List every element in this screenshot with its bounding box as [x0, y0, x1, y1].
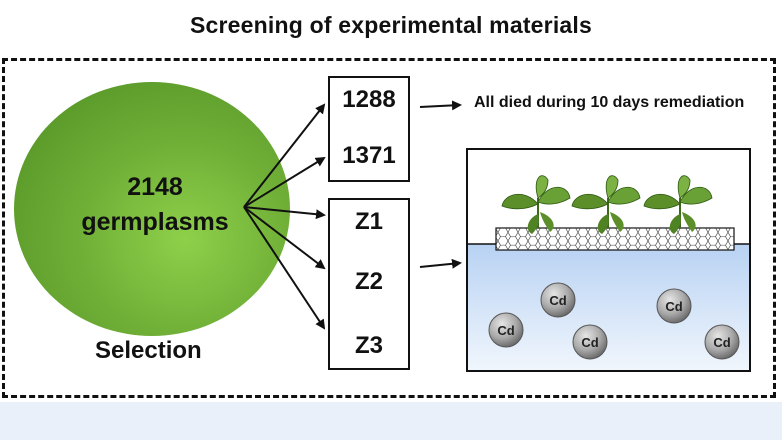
- arrow-to-z1: [243, 206, 326, 220]
- cd-ion-label: Cd: [713, 335, 730, 350]
- selection-caption: Selection: [95, 337, 202, 364]
- arrow-to-z3: [243, 206, 326, 330]
- plant-1: [501, 175, 571, 234]
- selected-group-box: Z1 Z2 Z3: [328, 198, 410, 370]
- outcome-note: All died during 10 days remediation: [474, 94, 745, 111]
- germplasm-ellipse: [14, 82, 290, 336]
- plant-3: [643, 175, 713, 234]
- cd-ion-label: Cd: [665, 299, 682, 314]
- bottom-band: [0, 402, 782, 440]
- arrow-to-tank: [419, 258, 462, 269]
- cd-ion: Cd: [704, 324, 740, 360]
- cd-ion: Cd: [572, 324, 608, 360]
- group-label-z1: Z1: [354, 208, 383, 235]
- page-title: Screening of experimental materials: [190, 12, 592, 38]
- cd-ion: Cd: [540, 282, 576, 318]
- dashed-frame: [2, 58, 776, 398]
- germplasm-word: germplasms: [81, 208, 229, 236]
- arrow-to-note: [419, 100, 462, 111]
- plant-2: [571, 175, 641, 234]
- water-body: [468, 244, 749, 370]
- discarded-group-box: 1288 1371: [328, 76, 410, 182]
- arrow-to-z2: [243, 206, 326, 270]
- arrow-to-1371: [243, 156, 326, 208]
- cd-ion-label: Cd: [581, 335, 598, 350]
- cd-ion-label: Cd: [497, 323, 514, 338]
- group-label-z2: Z2: [354, 268, 383, 295]
- cd-ion: Cd: [656, 288, 692, 324]
- group-label-1288: 1288: [342, 86, 396, 113]
- cd-ion-label: Cd: [549, 293, 566, 308]
- group-label-1371: 1371: [342, 142, 396, 169]
- group-label-z3: Z3: [354, 332, 383, 359]
- germplasm-count: 2148: [127, 173, 183, 201]
- cd-ion: Cd: [488, 312, 524, 348]
- germplasm-count-label: 2148 germplasms: [60, 170, 250, 240]
- arrow-to-1288: [243, 103, 326, 208]
